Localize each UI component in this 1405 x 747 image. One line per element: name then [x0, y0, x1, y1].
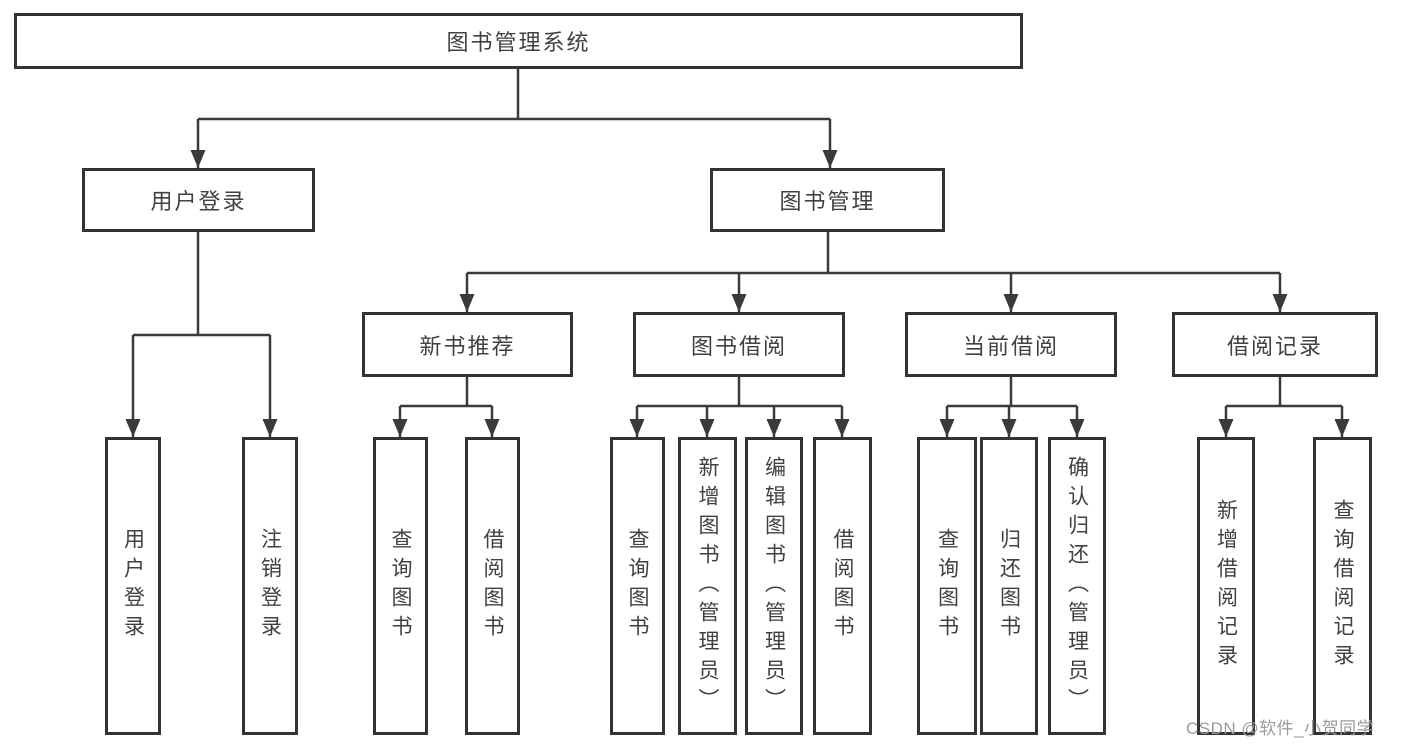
node-leaf-return-books: 归还图书: [980, 437, 1038, 735]
node-current-borrowing-label: 当前借阅: [962, 333, 1059, 359]
node-leaf-edit-books-admin-label: 编辑图书（管理员）: [762, 455, 786, 717]
node-leaf-add-borrow-record-label: 新增借阅记录: [1214, 499, 1238, 673]
node-leaf-return-books-label: 归还图书: [997, 528, 1021, 644]
node-leaf-add-books-admin-label: 新增图书（管理员）: [696, 455, 719, 717]
node-book-borrowing: 图书借阅: [633, 312, 845, 377]
node-book-borrowing-label: 图书借阅: [690, 333, 787, 359]
connector-user-login-children: [125, 232, 278, 437]
node-leaf-borrow-books-recommend: 借阅图书: [465, 437, 520, 735]
node-leaf-query-books-borrowing-label: 查询图书: [626, 528, 649, 644]
node-user-login: 用户登录: [82, 168, 315, 232]
node-borrowing-records-label: 借阅记录: [1226, 333, 1323, 359]
node-user-login-label: 用户登录: [150, 189, 247, 214]
node-leaf-query-borrow-record: 查询借阅记录: [1313, 437, 1372, 735]
node-leaf-logout-label: 注销登录: [258, 528, 282, 644]
connector-book-borrowing-children: [629, 377, 850, 437]
connector-book-management-to-level3: [459, 232, 1288, 312]
node-leaf-borrow-books-borrowing: 借阅图书: [813, 437, 872, 735]
node-borrowing-records: 借阅记录: [1172, 312, 1378, 377]
connector-root-to-level2: [190, 69, 838, 168]
connector-current-borrowing-children: [939, 377, 1085, 437]
node-book-management: 图书管理: [710, 168, 945, 232]
node-leaf-query-books-borrowing: 查询图书: [610, 437, 665, 735]
node-leaf-borrow-books-recommend-label: 借阅图书: [481, 528, 504, 644]
node-leaf-confirm-return-admin-label: 确认归还（管理员）: [1065, 455, 1089, 717]
node-leaf-logout: 注销登录: [242, 437, 298, 735]
node-leaf-add-borrow-record: 新增借阅记录: [1197, 437, 1255, 735]
node-leaf-query-books-recommend: 查询图书: [373, 437, 428, 735]
node-root-label: 图书管理系统: [446, 30, 591, 55]
node-leaf-edit-books-admin: 编辑图书（管理员）: [745, 437, 803, 735]
csdn-watermark: CSDN @软件_小贺同学: [1186, 719, 1375, 738]
node-leaf-confirm-return-admin: 确认归还（管理员）: [1048, 437, 1106, 735]
node-leaf-query-books-current: 查询图书: [917, 437, 977, 735]
node-leaf-query-borrow-record-label: 查询借阅记录: [1331, 499, 1354, 673]
node-book-management-label: 图书管理: [779, 189, 876, 214]
node-leaf-user-login-label: 用户登录: [121, 528, 145, 644]
node-root: 图书管理系统: [14, 13, 1023, 69]
node-leaf-borrow-books-borrowing-label: 借阅图书: [831, 528, 854, 644]
node-new-book-recommend-label: 新书推荐: [419, 333, 516, 359]
connector-new-book-recommend-children: [392, 377, 500, 437]
node-leaf-user-login: 用户登录: [105, 437, 161, 735]
node-leaf-query-books-current-label: 查询图书: [935, 528, 959, 644]
node-new-book-recommend: 新书推荐: [362, 312, 573, 377]
node-current-borrowing: 当前借阅: [905, 312, 1117, 377]
connector-borrowing-records-children: [1218, 377, 1350, 437]
node-leaf-add-books-admin: 新增图书（管理员）: [678, 437, 737, 735]
node-leaf-query-books-recommend-label: 查询图书: [389, 528, 412, 644]
